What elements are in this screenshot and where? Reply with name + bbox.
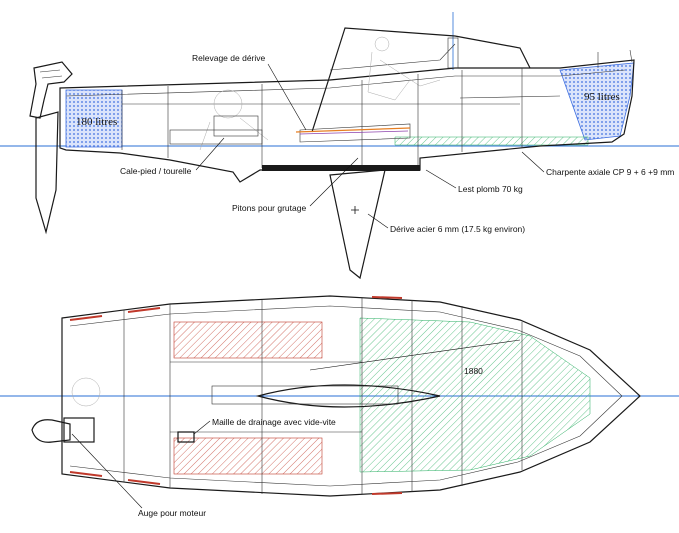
coachroof xyxy=(311,27,531,133)
centreboard-trunk-plan xyxy=(255,384,441,408)
outboard-plan xyxy=(31,419,71,443)
lifting-line xyxy=(295,127,411,133)
drainage-leader xyxy=(193,420,211,435)
relevage-label: Relevage de dérive xyxy=(192,53,266,63)
derive-leader xyxy=(367,213,389,229)
drainage-grid xyxy=(177,431,195,443)
fwd-volume-label: 95 litres xyxy=(584,91,620,103)
trunk-slot xyxy=(211,385,399,405)
sheer-line xyxy=(65,69,626,97)
hull-plan-outline xyxy=(61,295,641,497)
bulkheads-side xyxy=(121,68,523,168)
auge-leader xyxy=(71,433,143,509)
outboard-motor xyxy=(29,61,73,119)
lest-label: Lest plomb 70 kg xyxy=(458,184,523,194)
helmsman-body-2 xyxy=(199,117,269,151)
pulpit xyxy=(597,49,633,68)
centreboard-case xyxy=(299,123,411,143)
step-block xyxy=(213,115,259,137)
motor-circle xyxy=(71,377,101,407)
fwd-flotation-volume xyxy=(559,62,635,141)
lead-ballast xyxy=(262,165,420,171)
seat-hatch-port xyxy=(173,321,323,359)
axial-frame-hatch xyxy=(394,136,589,146)
pitons-label: Pitons pour grutage xyxy=(232,203,306,213)
derive-label: Dérive acier 6 mm (17.5 kg environ) xyxy=(390,224,525,234)
seat-block xyxy=(169,129,263,145)
relevage-leader xyxy=(267,63,307,131)
mast-step xyxy=(447,37,459,69)
dimension-label: 1880 xyxy=(464,366,483,376)
centreboard-pivot xyxy=(351,206,359,214)
lifting-line-purple xyxy=(299,130,409,135)
frames-plan xyxy=(123,298,523,494)
deck-line-2 xyxy=(459,95,561,99)
cale-pied-label: Cale-pied / tourelle xyxy=(120,166,192,176)
seat-hatch-starboard xyxy=(173,437,323,475)
foredeck-hatch xyxy=(359,317,591,473)
pitons-leader xyxy=(309,157,359,207)
charpente-label: Charpente axiale CP 9 + 6 +9 mm xyxy=(546,167,674,177)
plan-view: 1880 Maille de drainage avec vide-vite A… xyxy=(0,295,679,518)
rudder xyxy=(35,111,59,235)
side-view: 180 litres 95 litres Relevage de dérive … xyxy=(0,12,679,280)
lest-leader xyxy=(425,169,457,189)
hull-side-outline xyxy=(59,59,635,183)
hull-plan-inner xyxy=(69,305,623,487)
drainage-label: Maille de drainage avec vide-vite xyxy=(212,417,336,427)
outboard-detail xyxy=(39,69,63,79)
aft-volume-label: 180 litres xyxy=(76,116,117,128)
auge-label: Auge pour moteur xyxy=(138,508,206,518)
dimension-line xyxy=(309,339,521,371)
deck-fittings xyxy=(69,296,403,495)
helmsman-body xyxy=(367,51,441,101)
motor-well xyxy=(63,417,95,443)
coachroof-window xyxy=(329,43,456,71)
charpente-leader xyxy=(521,151,545,173)
helmsman-head-2 xyxy=(213,89,243,119)
cale-pied-leader xyxy=(195,137,225,171)
helmsman-head xyxy=(374,36,390,52)
centreboard xyxy=(329,169,386,280)
